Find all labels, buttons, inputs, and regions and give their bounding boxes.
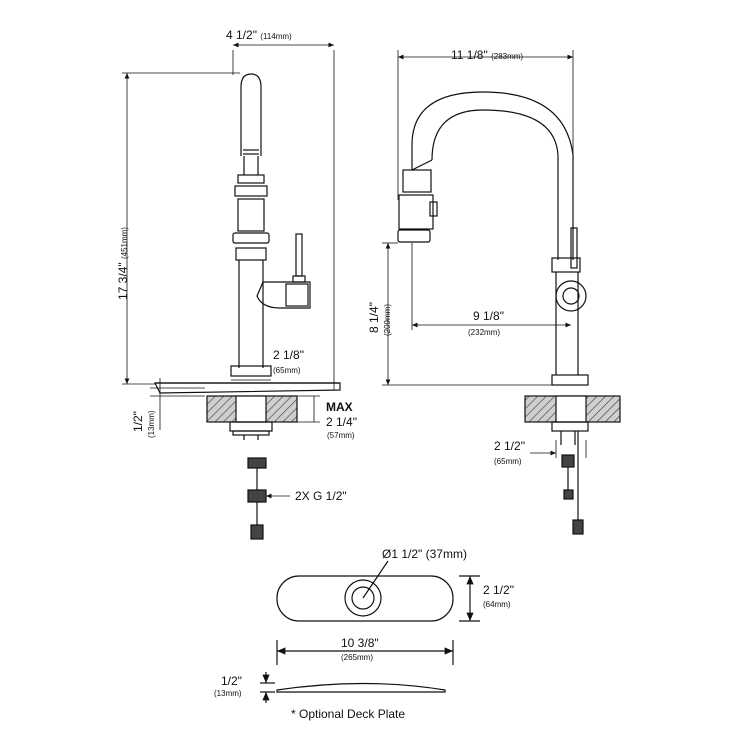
front-max-value-mm: (57mm)	[327, 431, 355, 440]
side-reach-width-label: 11 1/8" (283mm)	[451, 48, 524, 62]
front-base-dia-mm: (65mm)	[273, 366, 301, 375]
deck-plate-hole-label: Ø1 1/2" (37mm)	[382, 547, 467, 561]
deck-plate-caption: * Optional Deck Plate	[291, 707, 406, 721]
front-max-value: 2 1/4"	[326, 415, 357, 429]
deck-plate-width-label: 2 1/2"	[483, 583, 514, 597]
deck-plate-length-label: 10 3/8"	[341, 636, 379, 650]
side-hole-dia-label: 2 1/2"	[494, 439, 525, 453]
side-dimension-lines	[382, 50, 587, 458]
side-hole-dia-mm: (65mm)	[494, 457, 522, 466]
front-top-width-label: 4 1/2" (114mm)	[226, 28, 292, 42]
front-deck-thk-label: 1/2"	[131, 411, 145, 432]
side-view-faucet	[397, 91, 621, 535]
deck-plate-top-view	[276, 560, 480, 665]
deck-plate-thickness-mm: (13mm)	[214, 689, 242, 698]
front-dimension-lines	[122, 42, 335, 499]
front-deck-thk-mm: (13mm)	[147, 410, 156, 438]
front-height-label: 17 3/4" (451mm)	[116, 227, 130, 300]
side-spout-height-label: 8 1/4"	[367, 302, 381, 333]
front-max-label: MAX	[326, 400, 353, 414]
deck-plate-side-view	[260, 672, 446, 703]
front-hoses-label: 2X G 1/2"	[295, 489, 347, 503]
front-base-dia-label: 2 1/8"	[273, 348, 304, 362]
side-spout-reach-mm: (232mm)	[468, 328, 501, 337]
deck-plate-thickness-label: 1/2"	[221, 674, 242, 688]
deck-plate-length-mm: (265mm)	[341, 653, 374, 662]
side-spout-reach-label: 9 1/8"	[473, 309, 504, 323]
front-view-faucet	[154, 73, 341, 540]
side-spout-height-mm: (209mm)	[383, 303, 392, 336]
deck-plate-width-mm: (64mm)	[483, 600, 511, 609]
